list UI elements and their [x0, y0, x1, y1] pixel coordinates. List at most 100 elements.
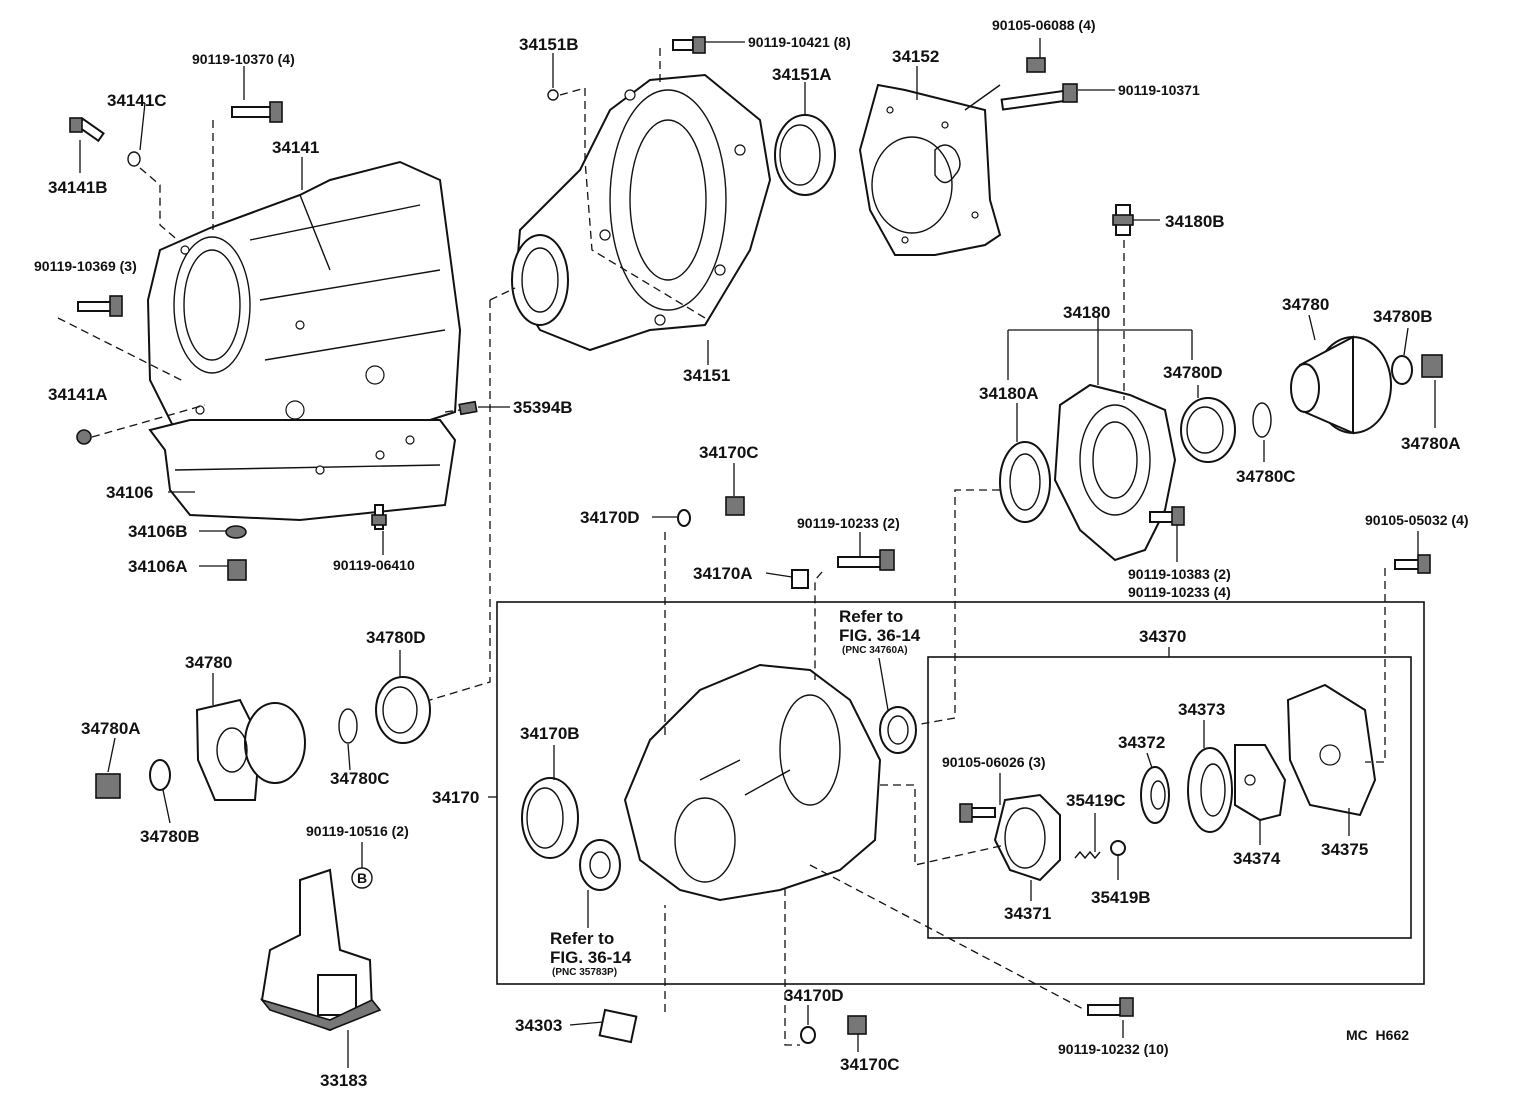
part-labels: 34141C 90119-10370 (4) 34141 34141B 9011…: [34, 17, 1469, 1090]
washer-34780B-left: [149, 759, 171, 791]
label-34170B: 34170B: [520, 724, 580, 743]
label-34170A: 34170A: [693, 564, 753, 583]
bolt-90119-10369: [77, 295, 123, 317]
transmission-case-34141: [146, 160, 462, 522]
label-34372: 34372: [1118, 733, 1165, 752]
reference-note-lower: Refer to FIG. 36-14 (PNC 35783P): [550, 929, 632, 978]
gear-34372: [1140, 766, 1170, 824]
label-90119-10383: 90119-10383 (2): [1128, 566, 1231, 582]
bolt-90119-10421: [672, 36, 706, 54]
label-34170C-top: 34170C: [699, 443, 759, 462]
label-34780B-left: 34780B: [140, 827, 200, 846]
ref-upper-line2: FIG. 36-14: [839, 626, 921, 645]
washer-34170D-top: [677, 509, 691, 527]
bolt-90105-06026: [959, 803, 996, 823]
label-34371: 34371: [1004, 904, 1051, 923]
label-34780C-right: 34780C: [1236, 467, 1296, 486]
label-34375: 34375: [1321, 840, 1368, 859]
label-90119-10370: 90119-10370 (4): [192, 51, 295, 67]
label-34303: 34303: [515, 1016, 562, 1035]
alignment-lines: [57, 48, 1386, 1046]
label-circle-b: B: [357, 870, 367, 886]
cover-plate-34152: [858, 83, 1002, 256]
diagram-code: MC H662: [1346, 1027, 1409, 1043]
oil-seal-34170B: [521, 777, 579, 859]
nut-90105-06088: [1026, 57, 1046, 73]
label-90119-10371: 90119-10371: [1118, 82, 1200, 98]
assembly-34170-box: [496, 601, 1425, 985]
bolt-90119-10232: [1087, 997, 1134, 1017]
washer-34170D-bottom: [800, 1026, 816, 1044]
label-90105-05032: 90105-05032 (4): [1365, 512, 1469, 528]
switch-34180B: [1112, 204, 1134, 236]
label-90105-06026: 90105-06026 (3): [942, 754, 1046, 770]
pump-cover-34375: [1286, 683, 1377, 817]
label-34170D-bottom: 34170D: [784, 986, 844, 1005]
label-90119-06410: 90119-06410: [333, 557, 415, 573]
plug-34141A: [76, 429, 92, 445]
label-90105-06088: 90105-06088 (4): [992, 17, 1096, 33]
oil-seal-34180A: [999, 441, 1051, 523]
label-34780C-left: 34780C: [330, 769, 390, 788]
label-34780A-left: 34780A: [81, 719, 141, 738]
drain-plug-34106A: [227, 559, 247, 581]
label-34780D-left: 34780D: [366, 628, 426, 647]
bolt-90119-10233-2: [837, 549, 895, 571]
flange-34780-right: [1290, 335, 1392, 435]
adapter-34180: [1053, 383, 1177, 562]
label-34151B: 34151B: [519, 35, 579, 54]
o-ring-34141C: [127, 151, 141, 167]
label-90119-10369: 90119-10369 (3): [34, 258, 137, 274]
ref-lower-line1: Refer to: [550, 929, 614, 948]
label-34141A: 34141A: [48, 385, 108, 404]
bolt-90119-10370: [231, 101, 283, 123]
stud-90119-06410: [371, 504, 387, 530]
bearing-34760A: [879, 706, 917, 754]
washer-34780B-right: [1391, 355, 1413, 385]
label-34170D-top: 34170D: [580, 508, 640, 527]
label-33183: 33183: [320, 1071, 367, 1090]
pump-body-34371: [993, 793, 1061, 882]
bolt-90105-05032: [1394, 554, 1431, 574]
label-90119-10516: 90119-10516 (2): [306, 823, 409, 839]
o-ring-34780C-right: [1252, 402, 1272, 438]
plug-34170C-bottom: [847, 1015, 867, 1035]
label-34370: 34370: [1139, 627, 1186, 646]
label-90119-10421: 90119-10421 (8): [748, 34, 851, 50]
oil-seal-34151A: [774, 114, 836, 196]
bearing-35783P: [579, 839, 621, 891]
oil-seal-34780D-right: [1180, 397, 1236, 463]
label-34106A: 34106A: [128, 557, 188, 576]
label-34180: 34180: [1063, 303, 1110, 322]
ref-lower-pnc: (PNC 35783P): [552, 967, 617, 978]
label-90119-10233-4: 90119-10233 (4): [1128, 584, 1231, 600]
label-34780B-right: 34780B: [1373, 307, 1433, 326]
bolt-90119-10383: [1149, 506, 1185, 526]
label-34180B: 34180B: [1165, 212, 1225, 231]
label-35419C: 35419C: [1066, 791, 1126, 810]
label-34780D-right: 34780D: [1163, 363, 1223, 382]
label-90119-10233-2: 90119-10233 (2): [797, 515, 900, 531]
spring-35419C: [1074, 850, 1101, 860]
pin-35394B: [458, 400, 478, 416]
flange-34780-left: [195, 698, 306, 801]
label-34106B: 34106B: [128, 522, 188, 541]
label-34141B: 34141B: [48, 178, 108, 197]
label-34780A-right: 34780A: [1401, 434, 1461, 453]
label-34780-left: 34780: [185, 653, 232, 672]
label-34170: 34170: [432, 788, 479, 807]
ref-upper-line1: Refer to: [839, 607, 903, 626]
label-34374: 34374: [1233, 849, 1281, 868]
label-34170C-bottom: 34170C: [840, 1055, 900, 1074]
plug-34170C-top: [725, 496, 745, 516]
nut-34780A-left: [95, 773, 121, 799]
label-34151: 34151: [683, 366, 730, 385]
mount-33183: [259, 868, 382, 1032]
extension-housing-34151: [511, 73, 772, 352]
ball-35419B: [1110, 840, 1126, 856]
gasket-34106B: [225, 525, 247, 539]
label-35394B: 35394B: [513, 398, 573, 417]
oil-seal-34780D-left: [375, 676, 431, 744]
label-34180A: 34180A: [979, 384, 1039, 403]
